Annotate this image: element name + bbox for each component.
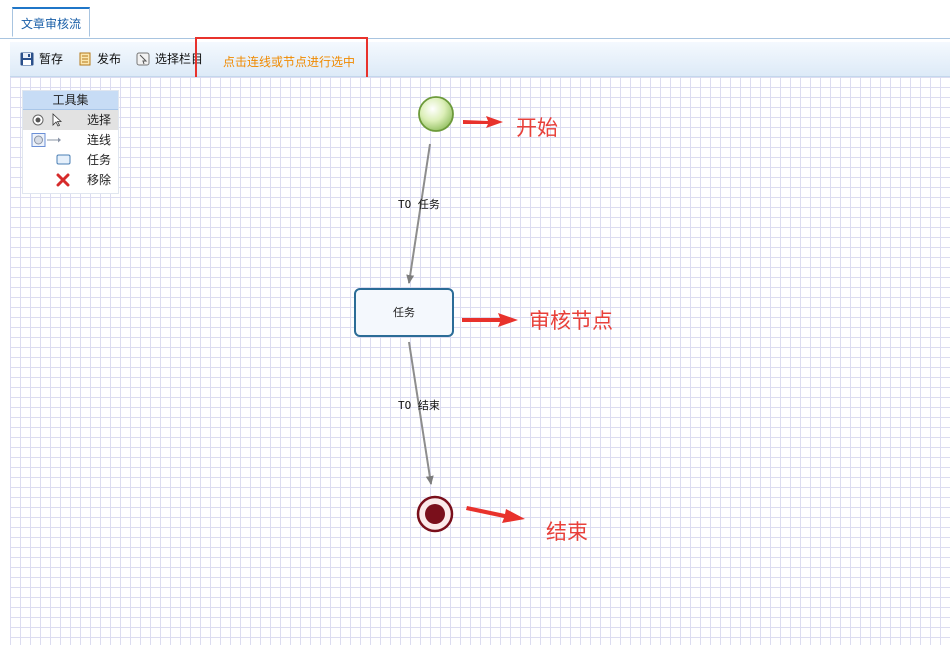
toolbox-item-task[interactable]: 任务 xyxy=(23,150,118,170)
publish-document-icon xyxy=(78,52,92,66)
task-node[interactable]: 任务 xyxy=(354,288,454,337)
toolbox-item-connect[interactable]: 连线 xyxy=(23,130,118,150)
annotation-arrow-start xyxy=(463,116,503,128)
toolbox-item-remove[interactable]: 移除 xyxy=(23,170,118,190)
annotation-arrow-end xyxy=(466,506,525,523)
remove-icon xyxy=(31,173,71,187)
tab-article-review-flow[interactable]: 文章审核流 xyxy=(12,7,91,37)
save-button[interactable]: 暂存 xyxy=(20,51,63,67)
toolbox-panel: 工具集 选择 连线 任务 移除 xyxy=(22,90,119,194)
annotation-arrow-review xyxy=(462,313,518,327)
toolbox-item-label: 移除 xyxy=(87,173,112,187)
toolbox-item-select[interactable]: 选择 xyxy=(23,110,118,130)
publish-button[interactable]: 发布 xyxy=(78,51,121,67)
annotation-end: 结束 xyxy=(546,520,588,544)
publish-label: 发布 xyxy=(97,52,122,66)
floppy-disk-icon xyxy=(20,52,34,66)
select-column-label: 选择栏目 xyxy=(155,52,204,66)
tab-bar: 文章审核流 xyxy=(0,0,950,39)
cursor-icon xyxy=(31,113,71,127)
end-node[interactable] xyxy=(416,495,454,533)
connector-task-to-end[interactable] xyxy=(408,341,434,485)
toolbar: 暂存 发布 选择栏目 点击连线或节点进行选中 xyxy=(10,42,950,77)
connector-icon xyxy=(31,133,71,147)
start-node[interactable] xyxy=(418,96,454,132)
toolbox-item-label: 选择 xyxy=(87,113,112,127)
flow-canvas[interactable] xyxy=(10,77,950,645)
connector-start-to-task[interactable] xyxy=(406,143,431,284)
save-label: 暂存 xyxy=(39,52,64,66)
select-column-icon xyxy=(136,52,150,66)
toolbox-title: 工具集 xyxy=(23,91,118,110)
annotation-start: 开始 xyxy=(516,116,558,140)
task-icon xyxy=(31,153,71,167)
connector-label-to-end: TO 结束 xyxy=(398,399,440,412)
toolbox-item-label: 任务 xyxy=(87,153,112,167)
toolbox-item-label: 连线 xyxy=(87,133,112,147)
select-column-button[interactable]: 选择栏目 xyxy=(136,51,210,67)
connector-label-to-task: TO 任务 xyxy=(398,198,440,211)
hint-text: 点击连线或节点进行选中 xyxy=(223,55,356,69)
annotation-review-node: 审核节点 xyxy=(529,309,613,333)
